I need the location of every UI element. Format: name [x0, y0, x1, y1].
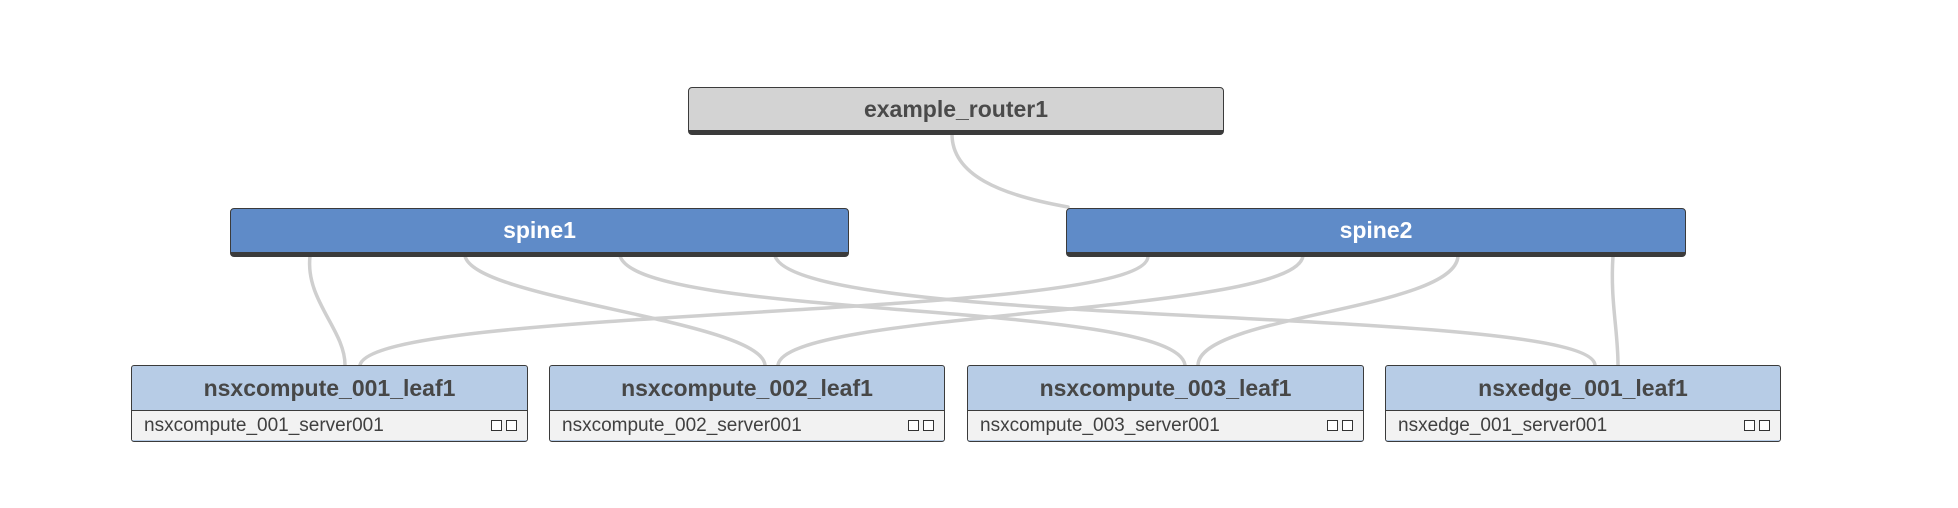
leaf-node-nsxcompute-002[interactable]: nsxcompute_002_leaf1 nsxcompute_002_serv… [549, 365, 945, 442]
link-router-spine2 [950, 132, 1070, 209]
port-square-icon [908, 420, 919, 431]
spine1-node[interactable]: spine1 [230, 208, 849, 257]
leaf-title[interactable]: nsxedge_001_leaf1 [1386, 366, 1780, 411]
router-node[interactable]: example_router1 [688, 87, 1224, 135]
port-square-icon [506, 420, 517, 431]
server-ports-icon [1327, 420, 1353, 431]
server-name: nsxcompute_003_server001 [980, 414, 1220, 436]
port-square-icon [923, 420, 934, 431]
leaf-title[interactable]: nsxcompute_003_leaf1 [968, 366, 1363, 411]
spine1-label: spine1 [503, 217, 576, 243]
leaf-node-nsxedge-001[interactable]: nsxedge_001_leaf1 nsxedge_001_server001 [1385, 365, 1781, 442]
server-ports-icon [1744, 420, 1770, 431]
leaf-node-nsxcompute-001[interactable]: nsxcompute_001_leaf1 nsxcompute_001_serv… [131, 365, 528, 442]
port-square-icon [1759, 420, 1770, 431]
leaf-title[interactable]: nsxcompute_001_leaf1 [132, 366, 527, 411]
server-row[interactable]: nsxcompute_001_server001 [132, 411, 527, 440]
server-name: nsxcompute_002_server001 [562, 414, 802, 436]
leaf-node-nsxcompute-003[interactable]: nsxcompute_003_leaf1 nsxcompute_003_serv… [967, 365, 1364, 442]
server-ports-icon [491, 420, 517, 431]
link-spine2-leaf2 [776, 254, 1305, 367]
link-spine1-leaf2 [463, 254, 767, 367]
link-spine1-leaf4 [773, 254, 1597, 367]
spine2-node[interactable]: spine2 [1066, 208, 1686, 257]
server-row[interactable]: nsxcompute_003_server001 [968, 411, 1363, 440]
server-row[interactable]: nsxcompute_002_server001 [550, 411, 944, 440]
link-spine1-leaf1 [307, 254, 347, 367]
port-square-icon [1342, 420, 1353, 431]
server-ports-icon [908, 420, 934, 431]
link-spine1-leaf3 [618, 254, 1187, 367]
port-square-icon [1327, 420, 1338, 431]
link-spine2-leaf4 [1610, 254, 1620, 367]
link-spine2-leaf1 [358, 254, 1150, 367]
server-row[interactable]: nsxedge_001_server001 [1386, 411, 1780, 440]
server-name: nsxedge_001_server001 [1398, 414, 1608, 436]
router-label: example_router1 [863, 95, 1049, 122]
port-square-icon [491, 420, 502, 431]
link-spine2-leaf3 [1196, 254, 1460, 367]
leaf-title[interactable]: nsxcompute_002_leaf1 [550, 366, 944, 411]
port-square-icon [1744, 420, 1755, 431]
spine2-label: spine2 [1339, 217, 1413, 243]
server-name: nsxcompute_001_server001 [144, 414, 384, 436]
